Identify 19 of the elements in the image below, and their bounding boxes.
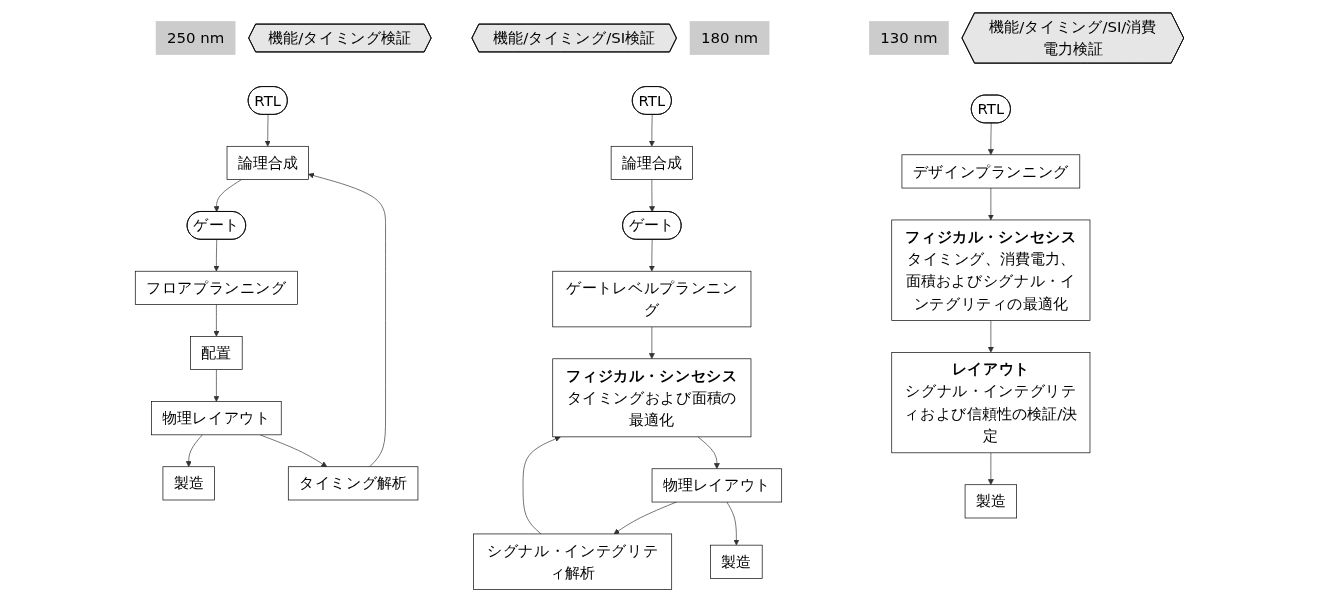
- node-box: [226, 145, 309, 180]
- node-box: [155, 21, 236, 55]
- node-box: [552, 358, 752, 438]
- node-box: [891, 352, 1091, 454]
- node-box: [162, 466, 215, 501]
- node-box: [964, 484, 1017, 519]
- node-box: [134, 270, 298, 305]
- node-box: [287, 466, 419, 501]
- node-box: [689, 21, 770, 55]
- node-box: [651, 468, 783, 503]
- node-box: [151, 401, 282, 436]
- node-box: [869, 21, 949, 55]
- node-box: [473, 533, 673, 590]
- node-box: [901, 154, 1081, 189]
- node-box: [610, 145, 693, 180]
- node-box: [190, 336, 243, 370]
- node-box: [710, 544, 763, 579]
- node-box: [891, 219, 1091, 321]
- node-box: [552, 270, 752, 328]
